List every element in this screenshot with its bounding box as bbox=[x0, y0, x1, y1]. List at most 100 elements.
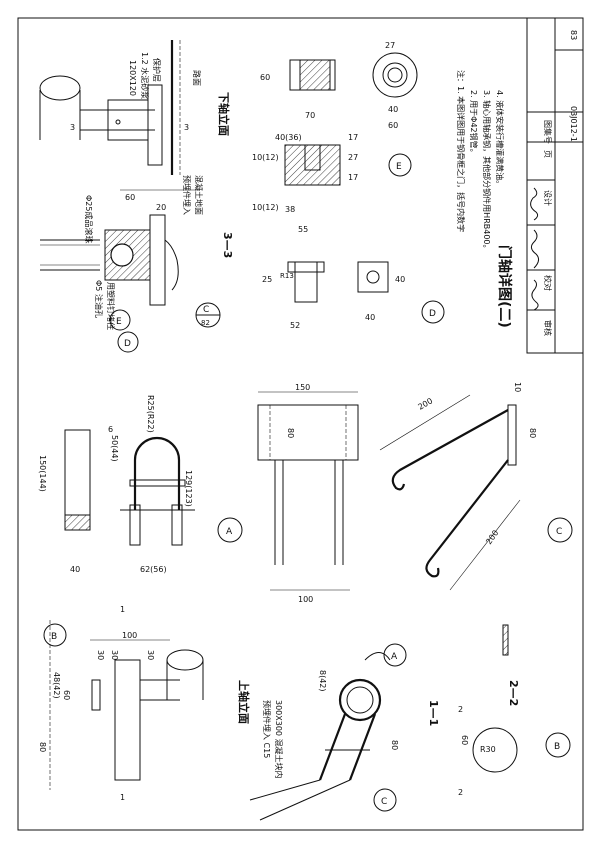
dim-80-upper: 80 bbox=[38, 742, 47, 752]
dim-30-upper-b: 30 bbox=[110, 650, 119, 660]
embed-c15-label: 预埋件埋入 C15 bbox=[262, 700, 272, 758]
oil-plug-label: 用塑料钉堵住 bbox=[106, 282, 116, 330]
dim-150-144: 150(144) bbox=[38, 455, 47, 492]
dim-40-a: 40 bbox=[70, 565, 80, 574]
dim-27-b: 27 bbox=[348, 153, 358, 162]
callout-e bbox=[109, 309, 131, 331]
callout-a bbox=[217, 517, 243, 543]
dim-200-top: 200 bbox=[417, 396, 435, 411]
dim-100-upper: 100 bbox=[122, 631, 137, 640]
dim-52-d: 52 bbox=[290, 321, 300, 330]
dim-70-e: 70 bbox=[305, 111, 315, 120]
sec22-title: 2—2 bbox=[507, 680, 520, 706]
dim-50-44: 50(44) bbox=[110, 435, 119, 462]
dim-80-sec1: 80 bbox=[390, 740, 399, 750]
dim-10-12-a: 10(12) bbox=[252, 153, 279, 162]
signature-check bbox=[530, 229, 540, 269]
dim-8-42: 8(42) bbox=[318, 670, 327, 692]
drawing-title: 门轴详图(二) bbox=[496, 245, 513, 328]
dim-17-b: 17 bbox=[348, 173, 358, 182]
dim-80-plate: 80 bbox=[286, 428, 295, 438]
callout-c-detail-letter: C bbox=[556, 527, 562, 537]
plate-150: 150 80 100 bbox=[257, 383, 359, 604]
callout-d bbox=[117, 331, 139, 353]
signature-review bbox=[531, 279, 539, 311]
atlas-label: 图集号 bbox=[543, 120, 553, 144]
outer-frame bbox=[17, 17, 584, 831]
section-1-1: 预埋件埋入 C15 300X300 混凝土块内 8(42) 80 1—1 A C bbox=[249, 643, 440, 821]
dim-30-upper-c: 30 bbox=[146, 650, 155, 660]
detail-e: 60 70 27 40 60 10(12) 40(36) 10(12) 17 2… bbox=[252, 41, 418, 234]
sec33-title: 3—3 bbox=[221, 232, 234, 258]
callout-a-sec1-letter: A bbox=[391, 652, 398, 662]
callout-c bbox=[547, 517, 573, 543]
upper-elevation-title: 上轴立面 bbox=[237, 680, 251, 724]
dim-25-d: 25 bbox=[262, 275, 272, 284]
ball-label: Φ25成品滚珠 bbox=[84, 195, 94, 243]
atlas-number: 03J012-1 bbox=[569, 106, 578, 142]
dim-60-e2: 60 bbox=[388, 121, 398, 130]
dim-55: 55 bbox=[298, 225, 308, 234]
callout-a-sec1 bbox=[383, 643, 407, 667]
dim-r30: R30 bbox=[480, 745, 496, 754]
callout-e-detail bbox=[388, 153, 412, 177]
detail-d: 25 R13 52 40 40 D bbox=[262, 261, 445, 330]
detail-e-ring bbox=[372, 52, 418, 98]
page-label: 页 bbox=[543, 150, 552, 158]
note-2: 2. 用于Φ42钢管。 bbox=[469, 90, 479, 157]
sec2-bottom: 2 bbox=[458, 788, 463, 797]
dim-48-42: 48(42) bbox=[52, 672, 61, 699]
detail-a: 150(144) 40 50(44) 6 R25(R22) 129(123) 6… bbox=[38, 395, 243, 574]
note-3: 3. 轴心用轴承钢，其他部分钢件用HRB400。 bbox=[482, 90, 492, 253]
road-label: 路面 bbox=[192, 70, 202, 86]
dim-60-b: 60 bbox=[460, 735, 469, 745]
dim-60-upper: 60 bbox=[62, 690, 71, 700]
callout-d-letter: D bbox=[124, 339, 131, 349]
dim-200-bottom: 200 bbox=[484, 528, 500, 546]
mortar-label: 1.2 水泥砂浆 bbox=[140, 52, 150, 99]
plaster-label: 120X120 bbox=[128, 60, 137, 96]
dim-80-c: 80 bbox=[528, 428, 537, 438]
dim-10-c: 10 bbox=[513, 382, 522, 392]
dim-r25: R25(R22) bbox=[146, 395, 155, 433]
callout-c-ref: 82 bbox=[201, 319, 210, 327]
sec2-top: 2 bbox=[458, 705, 463, 714]
conc-block-label: 300X300 混凝土块内 bbox=[274, 700, 284, 779]
dim-30-upper-a: 30 bbox=[96, 650, 105, 660]
sec3-left: 3 bbox=[70, 123, 75, 132]
note-4: 4. 液体安装行槽灌满黄油。 bbox=[495, 90, 505, 188]
embed-label-2: 混凝土地面 bbox=[194, 175, 204, 215]
lower-axis-elevation: 3 3 120X120 1.2 水泥砂浆 保护层 路面 下轴立面 bbox=[39, 40, 231, 175]
notes-block: 注：1. 本图详图用于钢骨框之门，括号内数字 2. 用于Φ42钢管。 3. 轴心… bbox=[456, 70, 505, 253]
oil-hole-label: Φ5 注油孔 bbox=[94, 280, 104, 318]
dim-6-a: 6 bbox=[108, 425, 113, 434]
callout-c-sec1-letter: C bbox=[381, 797, 387, 807]
callout-d-detail-letter: D bbox=[429, 309, 436, 319]
callout-b-letter: B bbox=[554, 742, 560, 752]
signature-design bbox=[530, 187, 539, 221]
dim-20-sec3: 20 bbox=[156, 203, 166, 212]
callout-d-detail bbox=[421, 300, 445, 324]
note-1: 注：1. 本图详图用于钢骨框之门，括号内数字 bbox=[456, 70, 466, 232]
review-label: 审核 bbox=[543, 320, 553, 336]
dim-60-e: 60 bbox=[260, 73, 270, 82]
detail-b-circle bbox=[472, 727, 518, 773]
dim-40-d2: 40 bbox=[365, 313, 375, 322]
dim-150-plate: 150 bbox=[295, 383, 310, 392]
dim-17-a: 17 bbox=[348, 133, 358, 142]
callout-b-upper-letter: B bbox=[51, 632, 57, 642]
dim-38: 38 bbox=[285, 205, 295, 214]
sec3-right: 3 bbox=[184, 123, 189, 132]
callout-c-letter: C bbox=[203, 305, 209, 315]
dim-r13-d: R13 bbox=[280, 272, 294, 280]
section-3-3: 60 20 Φ25成品滚珠 Φ5 注油孔 用塑料钉堵住 预埋件埋入 混凝土地面 … bbox=[40, 175, 234, 353]
dim-40-d: 40 bbox=[395, 275, 405, 284]
dim-100-plate: 100 bbox=[298, 595, 313, 604]
dim-129-123: 129(123) bbox=[184, 470, 193, 507]
dim-40-e: 40 bbox=[388, 105, 398, 114]
embed-label-1: 预埋件埋入 bbox=[182, 175, 192, 215]
dim-27-e: 27 bbox=[385, 41, 395, 50]
sec1-top: 1 bbox=[120, 605, 125, 614]
